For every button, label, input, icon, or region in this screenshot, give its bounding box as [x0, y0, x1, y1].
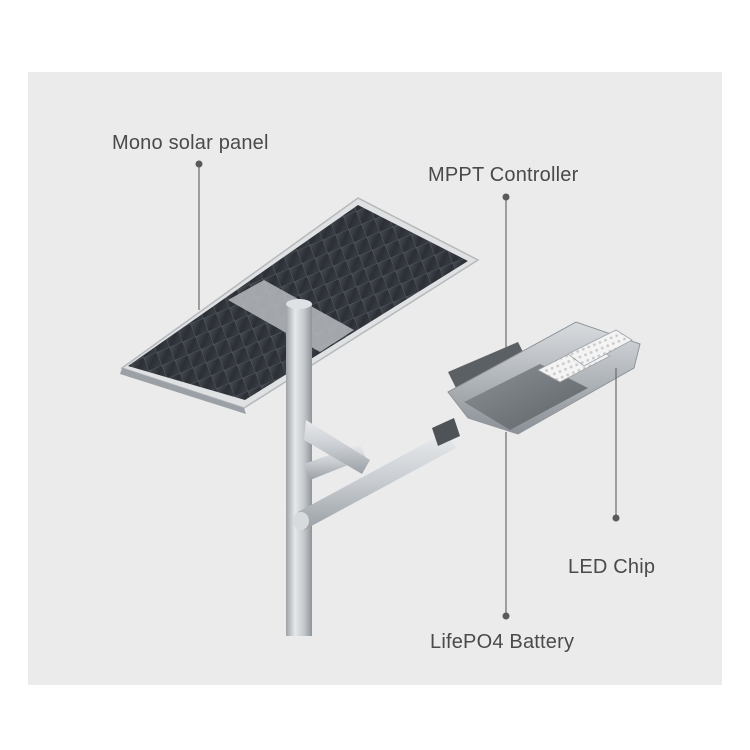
leader-dot-battery	[502, 612, 510, 620]
label-solar-panel: Mono solar panel	[112, 132, 269, 154]
pole	[286, 299, 456, 636]
leader-lines	[195, 160, 620, 620]
leader-dot-solar-panel	[195, 160, 203, 168]
label-led-chip: LED Chip	[568, 556, 656, 578]
lamp-joint	[432, 418, 460, 446]
diagram-canvas: Mono solar panel MPPT Controller LED Chi…	[28, 72, 722, 685]
upper-brace	[304, 420, 370, 474]
leader-dot-led-chip	[612, 514, 620, 522]
pole-top	[286, 299, 312, 309]
leader-dot-controller	[502, 193, 510, 201]
label-battery: LifePO4 Battery	[430, 631, 575, 653]
lamp-head	[432, 321, 641, 446]
lamp-arm-cap	[293, 512, 309, 530]
solar-panel-edge	[120, 368, 246, 414]
led-module-right	[567, 329, 633, 367]
controller-fins	[448, 342, 528, 392]
label-controller: MPPT Controller	[428, 164, 579, 186]
lamp-arm	[298, 432, 456, 530]
solar-street-light-illustration	[120, 160, 641, 636]
